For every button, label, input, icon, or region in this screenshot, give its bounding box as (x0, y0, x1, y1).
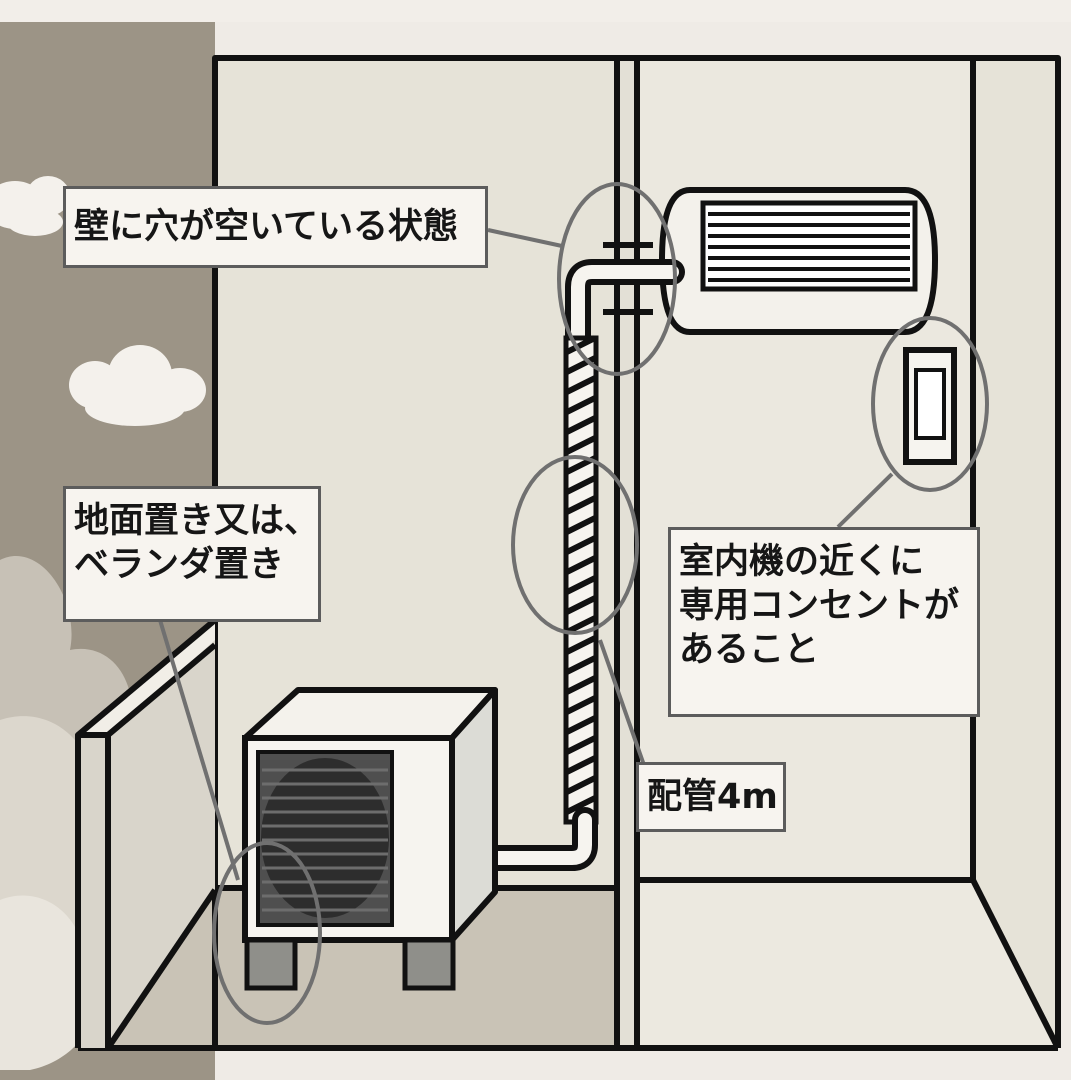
outlet-callout: 室内機の近くに 専用コンセントが あること (668, 527, 980, 717)
cloud-icon (69, 345, 206, 426)
highlight-circles (212, 182, 989, 1025)
floor (80, 880, 1058, 1048)
outlet-highlight-circle (871, 316, 989, 492)
wall-hole-callout: 壁に穴が空いている状態 (63, 186, 488, 268)
leader-lines (158, 228, 894, 881)
outlet-callout-line-3: あること (679, 630, 820, 670)
pipe-icon (565, 259, 685, 358)
placement-callout: 地面置き又は、 ベランダ置き (63, 486, 321, 622)
placement-callout-line-2: ベランダ置き (74, 545, 285, 585)
indoor-unit-icon (658, 187, 939, 335)
wall-hole (603, 210, 653, 315)
cloud-icon (0, 176, 70, 236)
outlet-callout-line-2: 専用コンセントが (679, 586, 960, 626)
pipe-icon (469, 335, 599, 871)
piping-callout-line-1: 配管4m (647, 777, 778, 817)
pipe-highlight-circle (511, 455, 639, 635)
unit-highlight-circle (212, 841, 322, 1025)
piping-callout: 配管4m (636, 762, 786, 832)
wall-hole-callout-line-1: 壁に穴が空いている状態 (74, 207, 458, 247)
balcony-railing (75, 617, 218, 1050)
outdoor-unit-icon (242, 687, 498, 991)
outlet-callout-line-1: 室内機の近くに (679, 542, 925, 582)
power-outlet-icon (903, 347, 957, 465)
hole-highlight-circle (557, 182, 677, 376)
placement-callout-line-1: 地面置き又は、 (74, 501, 320, 541)
